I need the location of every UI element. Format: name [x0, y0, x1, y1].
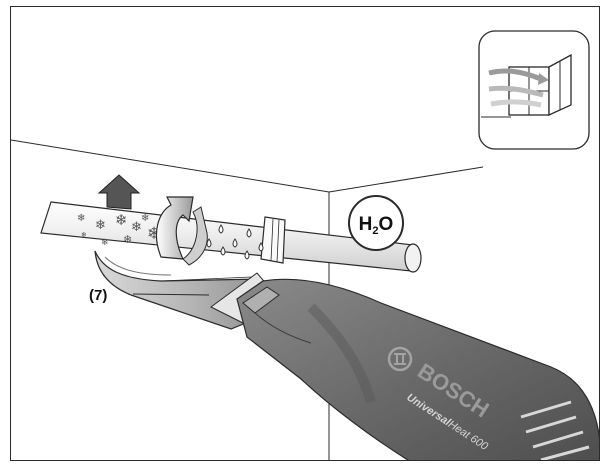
heat-gun-illustration: ❄ ❄ ❄ ❄ ❄ ❄ ❄ ❄ ❄ H2O: [11, 30, 599, 460]
water-drop-icon: [206, 224, 264, 260]
svg-text:❄: ❄: [95, 218, 106, 233]
water-symbol: H2O: [348, 195, 404, 251]
bosch-logo-icon: [387, 346, 413, 372]
svg-text:❄: ❄: [101, 238, 109, 248]
heat-arrow-icon: [97, 174, 208, 266]
water-pipe: [40, 201, 422, 273]
h2o-label: H2O: [359, 214, 394, 237]
svg-text:❄: ❄: [141, 213, 149, 224]
illustration-frame: ❄ ❄ ❄ ❄ ❄ ❄ ❄ ❄ ❄ H2O: [10, 6, 600, 461]
svg-text:❄: ❄: [123, 233, 132, 246]
window-ventilation-icon: [478, 30, 590, 150]
callout-7: (7): [89, 287, 210, 304]
svg-text:❄: ❄: [81, 231, 87, 239]
heat-gun: BOSCH UniversalHeat 600: [236, 278, 599, 460]
svg-text:❄: ❄: [115, 211, 128, 229]
callout-label: (7): [89, 287, 107, 304]
svg-text:❄: ❄: [131, 220, 142, 235]
svg-text:❄: ❄: [77, 213, 85, 224]
